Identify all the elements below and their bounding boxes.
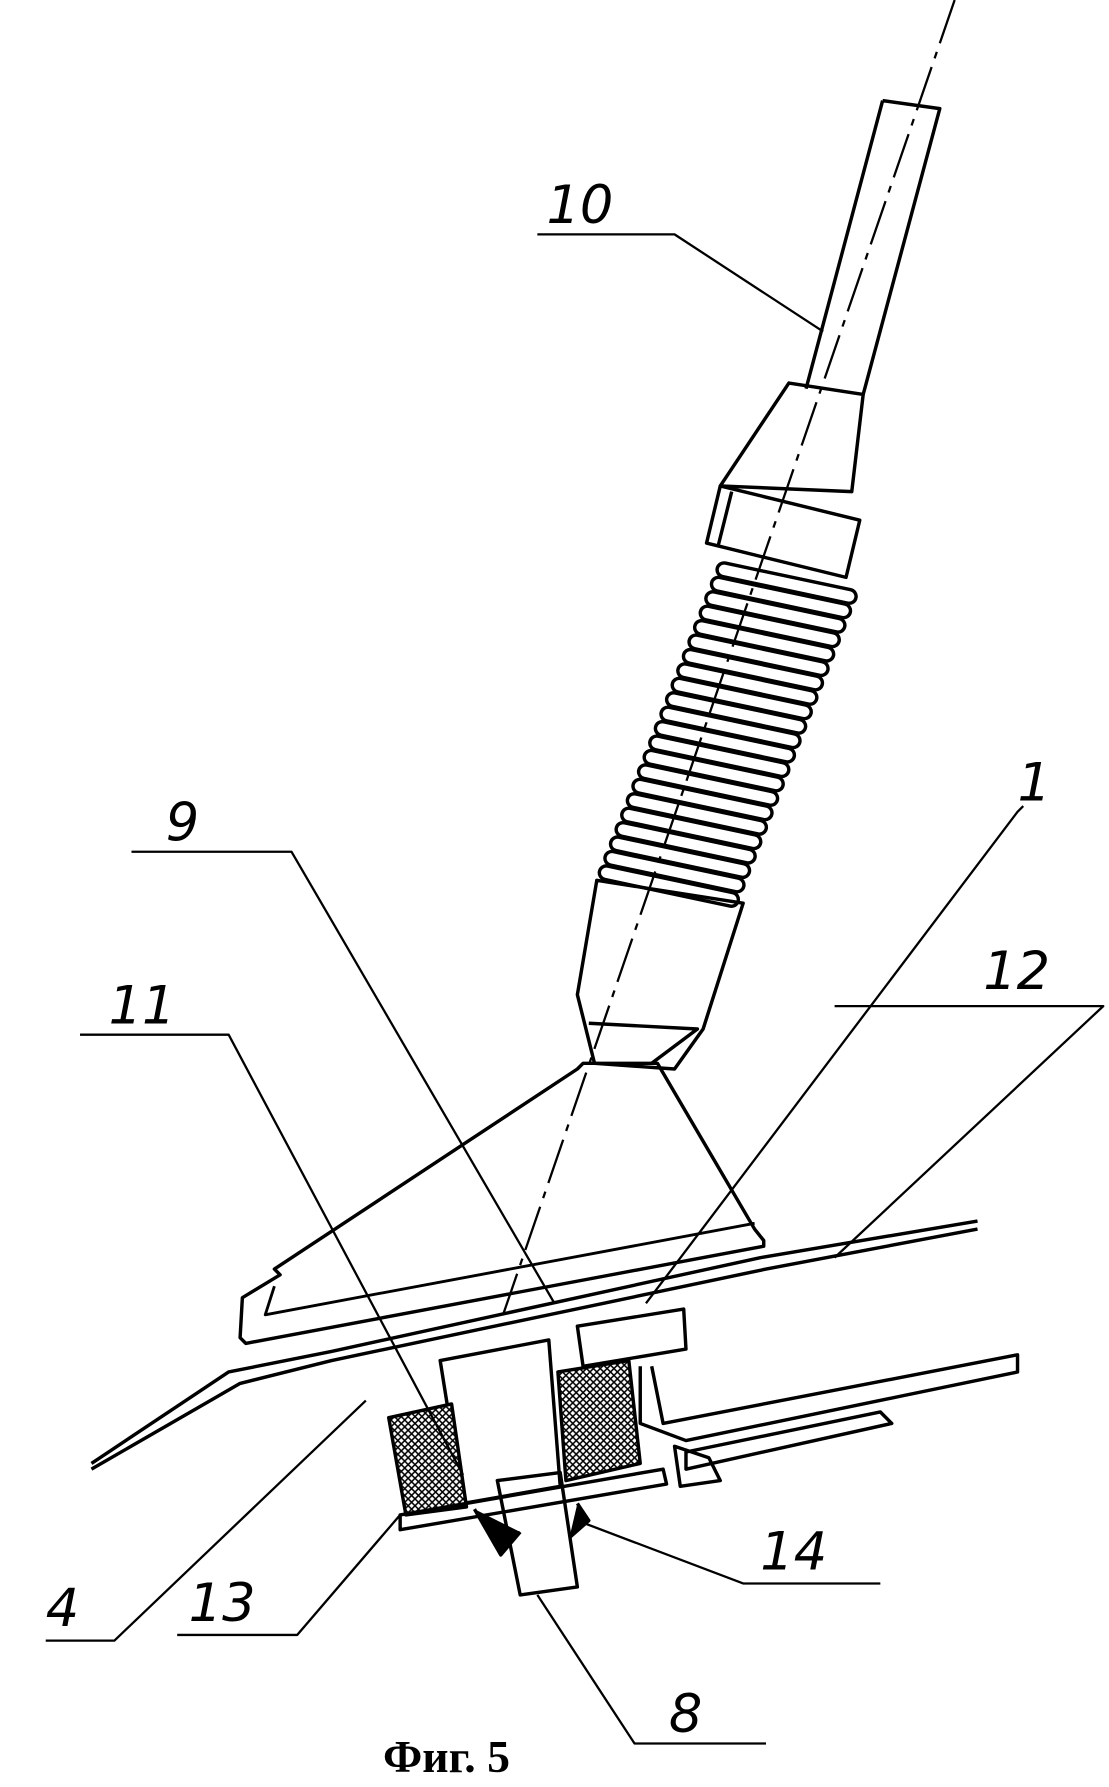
- label-13: 13: [189, 1573, 256, 1634]
- label-10: 10: [546, 175, 613, 236]
- antenna-rod: [804, 98, 942, 395]
- bracket: [575, 1307, 1020, 1443]
- housing: [238, 1061, 766, 1346]
- leader-lines: [45, 233, 1105, 1745]
- figure-caption: Фиг. 5: [383, 1731, 510, 1782]
- spring: [597, 561, 858, 908]
- label-4: 4: [46, 1578, 79, 1639]
- rubber-seal: [387, 1402, 469, 1517]
- label-14: 14: [760, 1522, 827, 1583]
- label-12: 12: [983, 941, 1050, 1002]
- body-panel: [90, 1219, 978, 1471]
- nut: [704, 484, 862, 580]
- label-11: 11: [109, 975, 176, 1036]
- connector-cone: [718, 381, 865, 494]
- stud: [495, 1470, 580, 1597]
- label-8: 8: [669, 1684, 702, 1745]
- label-1: 1: [1018, 752, 1051, 813]
- label-9: 9: [166, 792, 199, 853]
- lower-cone: [575, 878, 745, 1071]
